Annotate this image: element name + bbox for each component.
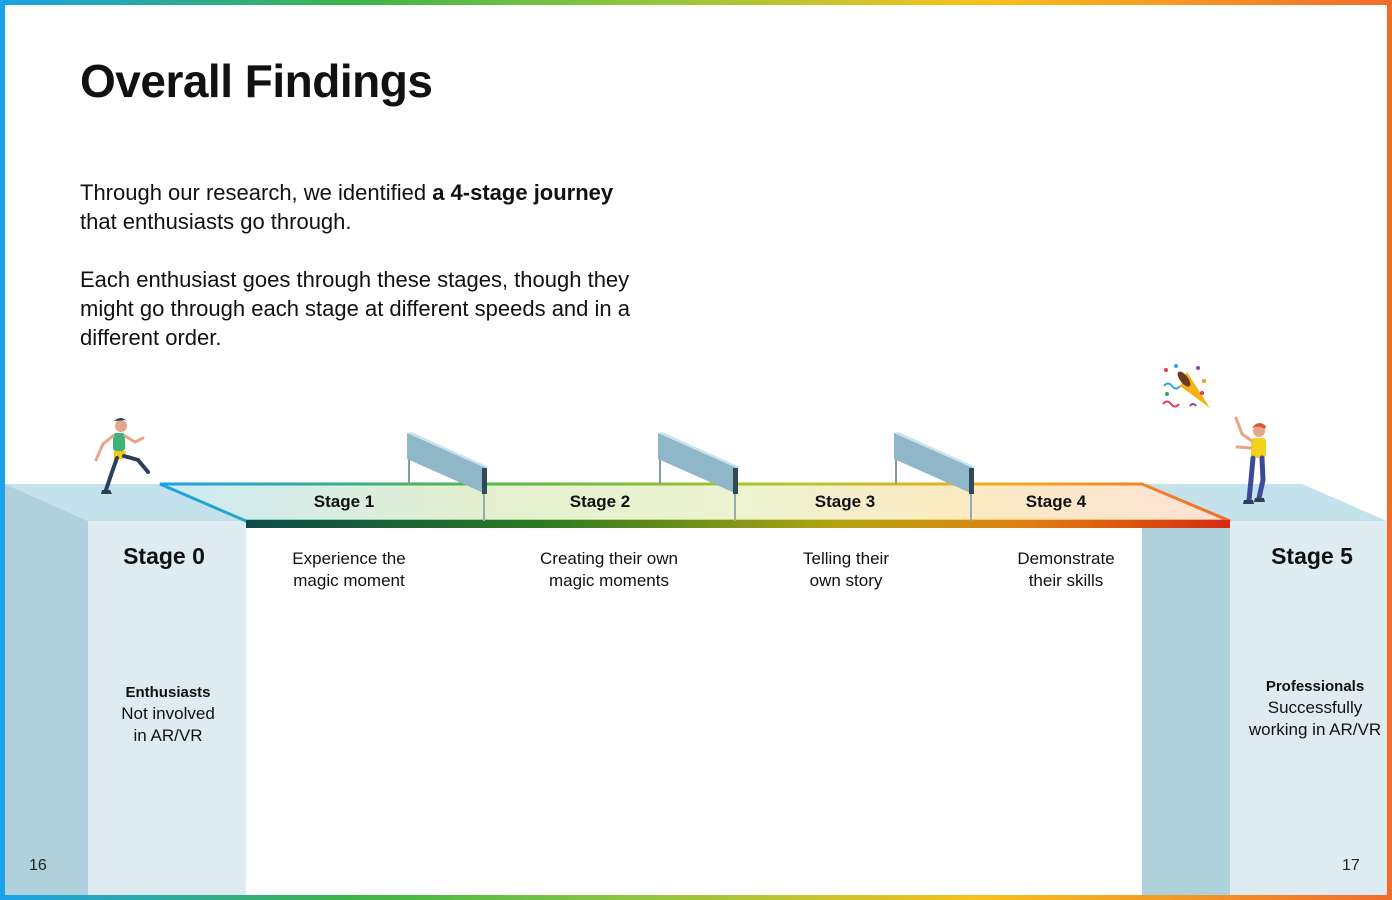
- stage-3-desc-line2: own story: [746, 570, 946, 592]
- stage-1-desc-line2: magic moment: [249, 570, 449, 592]
- stage-2-label: Stage 2: [530, 492, 670, 512]
- stage-5-label: Stage 5: [1236, 543, 1388, 570]
- stage-1-label: Stage 1: [274, 492, 414, 512]
- stage-4-desc-line2: their skills: [966, 570, 1166, 592]
- stage-5-group-title: Professionals: [1236, 676, 1392, 697]
- stage-0-group: Enthusiasts Not involved in AR/VR: [92, 682, 244, 747]
- stage-4-description: Demonstrate their skills: [966, 548, 1166, 592]
- stage-5-group-desc-line1: Successfully: [1236, 697, 1392, 719]
- stage-2-description: Creating their own magic moments: [509, 548, 709, 592]
- stage-4-label: Stage 4: [986, 492, 1126, 512]
- stage-3-description: Telling their own story: [746, 548, 946, 592]
- stage-4-desc-line1: Demonstrate: [966, 548, 1166, 570]
- page-number-right: 17: [1342, 857, 1360, 875]
- stage-2-desc-line1: Creating their own: [509, 548, 709, 570]
- stage-5-group-desc-line2: working in AR/VR: [1236, 719, 1392, 741]
- stage-0-label: Stage 0: [88, 543, 240, 570]
- stage-3-label: Stage 3: [775, 492, 915, 512]
- runner-icon: [96, 418, 148, 494]
- stage-5-group: Professionals Successfully working in AR…: [1236, 676, 1392, 741]
- page-number-left: 16: [29, 857, 47, 875]
- stage-0-group-description: Not involved in AR/VR: [92, 703, 244, 747]
- party-popper-icon: [1163, 364, 1210, 408]
- stage-1-desc-line1: Experience the: [249, 548, 449, 570]
- stage-2-desc-line2: magic moments: [509, 570, 709, 592]
- stage-3-desc-line1: Telling their: [746, 548, 946, 570]
- stage-1-description: Experience the magic moment: [249, 548, 449, 592]
- stage-0-group-title: Enthusiasts: [92, 682, 244, 703]
